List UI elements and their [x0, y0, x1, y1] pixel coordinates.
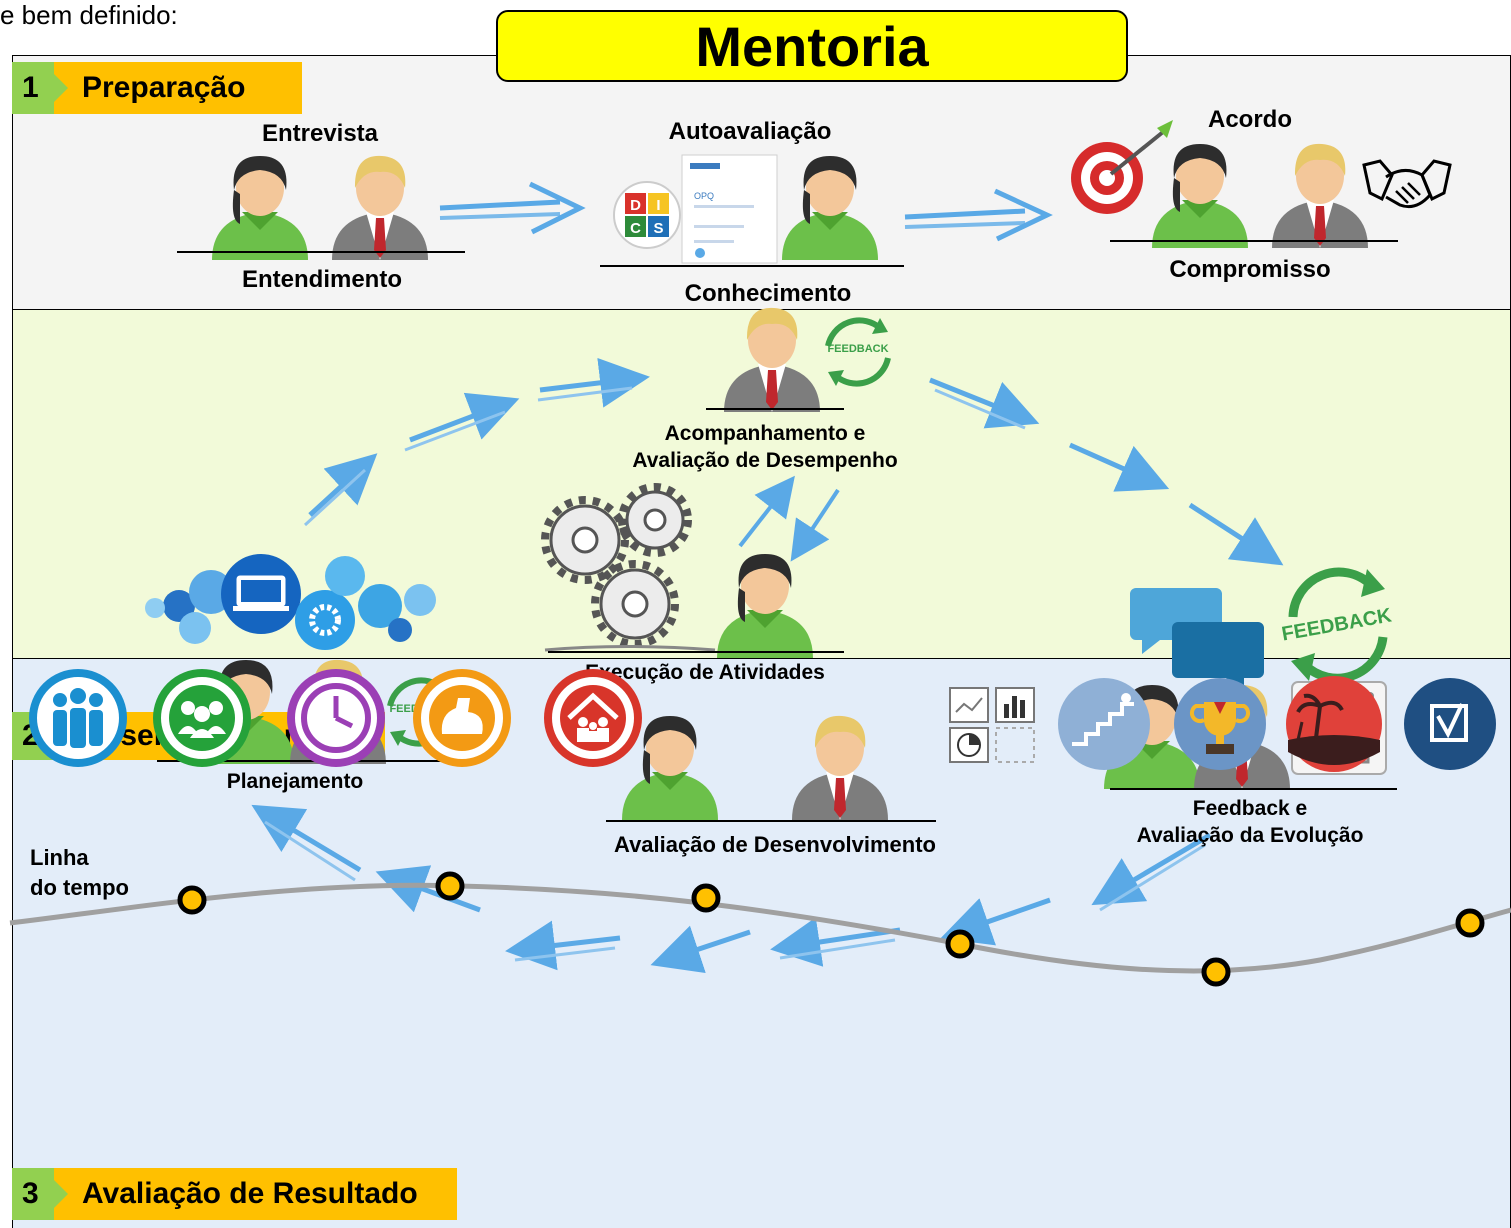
gears-icon [541, 483, 716, 652]
underline [600, 265, 904, 267]
checkbox-icon [1404, 678, 1496, 770]
mentee-avatar [782, 156, 878, 260]
underline [1110, 240, 1398, 242]
handshake-icon [1362, 159, 1452, 209]
avaliacao-avatars [622, 715, 888, 820]
label-avaliacao-desenvolvimento: Avaliação de Desenvolvimento [614, 832, 936, 857]
home-family-icon [544, 669, 642, 767]
disc-i: I [656, 197, 660, 214]
autoavaliacao-avatar [782, 156, 878, 260]
underline [157, 760, 443, 762]
clock-icon [287, 669, 385, 767]
mentor-avatar [792, 715, 888, 820]
result-icons-left [29, 669, 642, 767]
entrevista-avatars [212, 155, 428, 260]
tag-label: Preparação [82, 71, 246, 104]
stairs-icon [1058, 678, 1150, 770]
strength-icon [413, 669, 511, 767]
group-icon [153, 669, 251, 767]
arrow-right-icon [439, 181, 586, 235]
trophy-icon [1174, 678, 1266, 770]
mentor-avatar [332, 155, 428, 260]
label-linha: Linha [30, 845, 89, 870]
label-execucao: Execução de Atividades [585, 661, 825, 684]
tag-label: Avaliação de Resultado [82, 1177, 418, 1210]
label-feedback: Feedback e Avaliação da Evolução [1100, 795, 1400, 849]
page-title: Mentoria [496, 10, 1128, 82]
chat-bubbles-icon [1130, 588, 1264, 694]
underline [548, 651, 844, 653]
label-compromisso: Compromisso [1169, 256, 1331, 283]
feedback-badge-text: FEEDBACK [827, 343, 888, 355]
execucao-avatar [717, 554, 813, 658]
mentee-avatar [212, 156, 308, 260]
label-feedback-line1: Feedback e [1192, 797, 1308, 820]
charts-grid-icon [949, 687, 1035, 763]
acompanhamento-avatar: FEEDBACK [724, 307, 910, 412]
underline [177, 251, 465, 253]
tag-number: 1 [12, 62, 68, 114]
tag-avaliacao: 3 Avaliação de Resultado [12, 1168, 457, 1220]
result-icons-right [949, 676, 1496, 772]
underline [606, 820, 936, 822]
label-linha-do-tempo: Linha do tempo [30, 843, 129, 903]
underline [706, 408, 844, 410]
tag-preparacao: 1 Preparação [12, 62, 302, 114]
label-do-tempo: do tempo [30, 875, 129, 900]
label-acompanhamento-line2: Avaliação de Desempenho [632, 449, 898, 472]
disc-icon: D I C S [613, 181, 681, 249]
mentor-avatar [1272, 143, 1368, 248]
arrow-right-icon [904, 188, 1053, 242]
target-icon [1071, 120, 1173, 214]
label-acompanhamento-line1: Acompanhamento e [664, 422, 866, 445]
mentee-avatar [622, 716, 718, 820]
intro-text: e bem definido: [0, 0, 178, 30]
divider [12, 55, 496, 56]
beach-icon [1286, 676, 1382, 772]
document-icon: OPQ [681, 154, 778, 264]
label-autoavaliacao: Autoavaliação [668, 118, 832, 145]
cycle-arrows [251, 357, 1284, 974]
tag-number: 3 [12, 1168, 68, 1220]
label-acordo: Acordo [1208, 106, 1292, 133]
mentee-avatar [717, 554, 813, 658]
label-entendimento: Entendimento [242, 266, 402, 293]
timeline [9, 871, 1511, 987]
label-entrevista: Entrevista [261, 120, 379, 147]
underline [1110, 788, 1397, 790]
label-acompanhamento: Acompanhamento e Avaliação de Desempenho [610, 420, 920, 474]
doc-title: OPQ [694, 191, 714, 201]
disc-s: S [653, 220, 663, 237]
disc-c: C [630, 220, 641, 237]
divider [1128, 55, 1511, 56]
mentee-avatar [1152, 144, 1248, 248]
team-icon [29, 669, 127, 767]
cloud-icons [145, 554, 436, 650]
mentor-avatar [724, 307, 820, 412]
label-conhecimento: Conhecimento [684, 280, 852, 307]
feedback-cycle-icon: FEEDBACK [1280, 567, 1394, 683]
label-feedback-line2: Avaliação da Evolução [1136, 824, 1364, 847]
label-planejamento: Planejamento [226, 770, 364, 793]
disc-d: D [630, 197, 641, 214]
